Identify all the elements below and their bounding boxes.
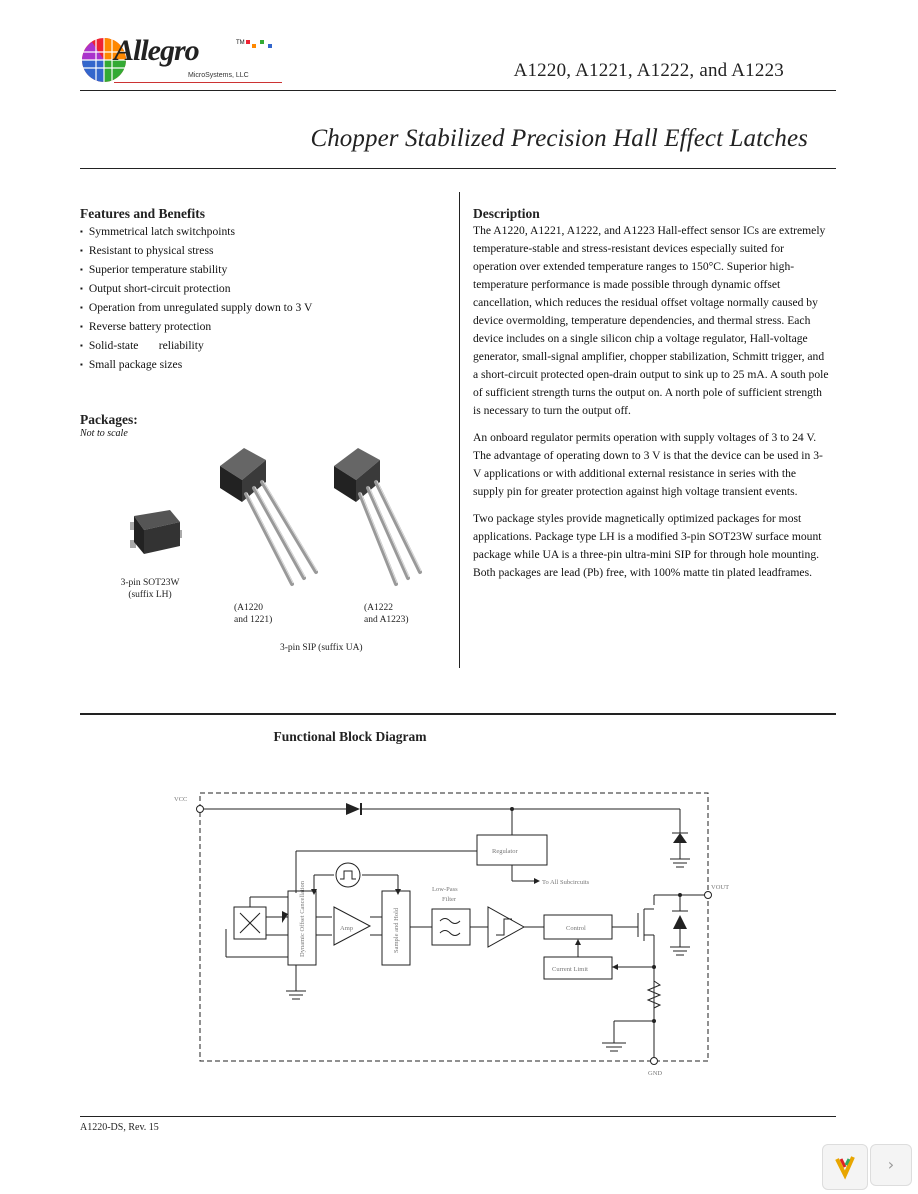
logo-dots <box>246 40 276 50</box>
feature-item: Symmetrical latch switchpoints <box>80 223 450 242</box>
regulator-label: Regulator <box>492 848 518 855</box>
features-section: Features and Benefits Symmetrical latch … <box>80 206 450 375</box>
feature-item: Resistant to physical stress <box>80 242 450 261</box>
gnd-pin-label: GND <box>648 1070 662 1077</box>
block-diagram-title: Functional Block Diagram <box>273 729 427 744</box>
logo-globe-icon <box>82 38 126 82</box>
chevron-right-icon: › <box>887 1155 895 1174</box>
description-paragraph: Two package styles provide magnetically … <box>473 512 822 579</box>
sip-a-label: (A1220 and 1221) <box>234 603 273 625</box>
sot23w-label: 3-pin SOT23W (suffix LH) <box>120 578 180 600</box>
feature-item: Operation from unregulated supply down t… <box>80 299 450 318</box>
sip-label: 3-pin SIP (suffix UA) <box>280 643 363 653</box>
viewer-logo-icon[interactable] <box>822 1144 868 1190</box>
sip-package-a-image <box>220 448 318 586</box>
control-label: Control <box>566 925 586 932</box>
title-rule <box>80 168 836 169</box>
packages-heading: Packages: <box>80 412 138 427</box>
features-heading: Features and Benefits <box>80 206 205 221</box>
current-limit-label: Current Limit <box>552 966 588 973</box>
feature-item: Solid-state reliability <box>80 337 450 356</box>
packages-note: Not to scale <box>80 428 128 439</box>
footer-rule <box>80 1116 836 1117</box>
document-id: A1220-DS, Rev. 15 <box>80 1122 159 1133</box>
description-section: Description The A1220, A1221, A1222, and… <box>473 206 829 591</box>
feature-item: Superior temperature stability <box>80 261 450 280</box>
to-all-subcircuits-label: To All Subcircuits <box>542 879 590 886</box>
feature-item: Small package sizes <box>80 356 450 375</box>
feature-item: Reverse battery protection <box>80 318 450 337</box>
section-rule <box>80 713 836 715</box>
description-paragraph: An onboard regulator permits operation w… <box>473 431 823 498</box>
feature-item: Output short-circuit protection <box>80 280 450 299</box>
sample-hold-label: Sample and Hold <box>393 907 400 953</box>
lpf-label-1: Low-Pass <box>432 886 458 893</box>
page-title: Chopper Stabilized Precision Hall Effect… <box>310 125 808 152</box>
header-rule <box>80 90 836 91</box>
amp-label: Amp <box>340 925 353 932</box>
features-list: Symmetrical latch switchpoints Resistant… <box>80 223 450 375</box>
dynamic-offset-label: Dynamic Offset Cancellation <box>299 880 306 957</box>
logo-wordmark: Allegro <box>114 34 200 67</box>
vcc-pin-label: VCC <box>174 796 187 803</box>
next-page-button[interactable]: › <box>870 1144 912 1186</box>
allegro-logo: Allegro TM MicroSystems, LLC <box>78 30 288 88</box>
packages-section: Packages: Not to scale 3-pin SOT23W (suf… <box>80 412 450 672</box>
sip-package-b-image <box>334 448 422 586</box>
vout-pin-label: VOUT <box>711 884 729 891</box>
logo-subtitle: MicroSystems, LLC <box>188 72 249 79</box>
logo-trademark: TM <box>236 40 245 46</box>
description-heading: Description <box>473 206 540 221</box>
functional-block-diagram: VCC VOUT GND Regulator To All Subcircuit… <box>174 792 729 1077</box>
column-divider <box>459 192 460 668</box>
lpf-label-2: Filter <box>442 896 457 903</box>
sip-b-label: (A1222 and A1223) <box>364 603 409 625</box>
description-paragraph: The A1220, A1221, A1222, and A1223 Hall-… <box>473 224 829 417</box>
sot23w-package-image <box>130 510 182 554</box>
part-numbers: A1220, A1221, A1222, and A1223 <box>513 60 784 81</box>
